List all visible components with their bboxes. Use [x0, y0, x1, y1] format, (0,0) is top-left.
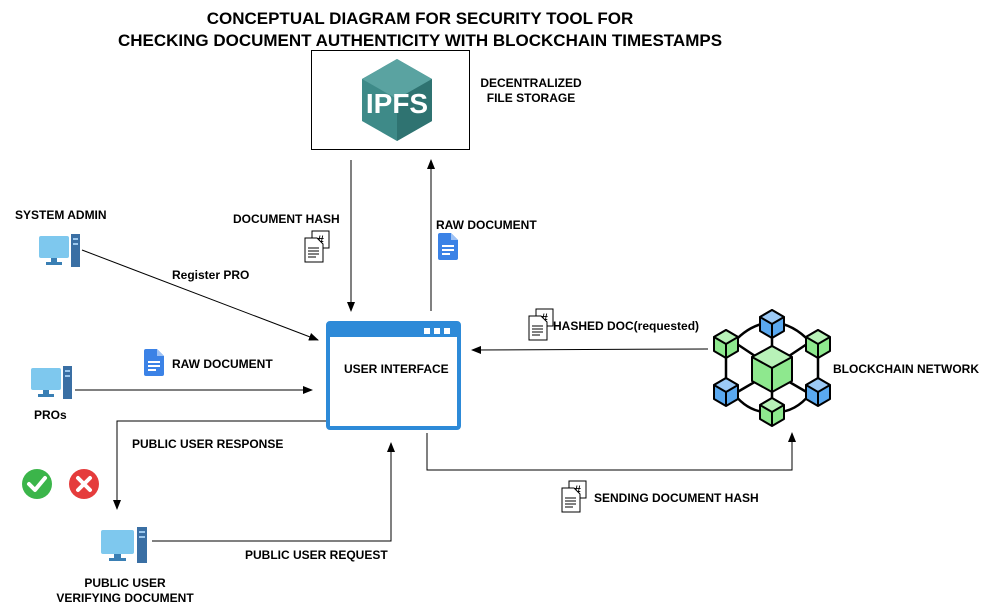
public-user-label-line-1: PUBLIC USER	[84, 576, 166, 590]
computer-icon	[101, 527, 147, 563]
user-interface-label: USER INTERFACE	[344, 362, 449, 376]
ipfs-label-line-1: DECENTRALIZED	[480, 76, 582, 90]
computer-icon	[31, 366, 72, 399]
diagram-title-line-1: CONCEPTUAL DIAGRAM FOR SECURITY TOOL FOR	[206, 9, 634, 28]
edge-public-user-response	[113, 420, 326, 510]
blockchain-network-label: BLOCKCHAIN NETWORK	[833, 362, 979, 376]
svg-text:#: #	[541, 311, 548, 325]
hash-document-icon: #	[528, 308, 554, 341]
check-icon	[22, 469, 52, 499]
computer-icon	[39, 234, 80, 267]
blockchain-icon	[713, 309, 831, 427]
window-title-bar	[330, 325, 457, 337]
ipfs-label-line-2: FILE STORAGE	[486, 91, 576, 105]
public-user-response-label: PUBLIC USER RESPONSE	[132, 437, 284, 451]
edge-sending-document-hash	[426, 432, 796, 471]
edge-hashed-doc	[471, 345, 709, 354]
system-admin-label: SYSTEM ADMIN	[15, 208, 107, 222]
pros-label: PROs	[34, 408, 67, 422]
ipfs-logo-text: IPFS	[366, 88, 428, 119]
document-hash-label: DOCUMENT HASH	[233, 212, 340, 226]
public-user-label-line-2: VERIFYING DOCUMENT	[56, 591, 194, 605]
edge-public-user-request	[152, 442, 395, 542]
raw-document-up-label: RAW DOCUMENT	[436, 218, 537, 232]
ipfs-storage-box: IPFS	[311, 50, 470, 150]
register-pro-label: Register PRO	[172, 268, 250, 282]
google-doc-icon	[144, 349, 164, 376]
public-user-request-label: PUBLIC USER REQUEST	[245, 548, 388, 562]
raw-document-pros-label: RAW DOCUMENT	[172, 357, 273, 371]
ipfs-logo: IPFS	[362, 59, 432, 141]
svg-text:#: #	[574, 483, 581, 497]
hash-document-icon: #	[304, 230, 330, 263]
cross-icon	[69, 469, 99, 499]
hashed-doc-label: HASHED DOC(requested)	[553, 319, 700, 333]
hash-document-icon: #	[561, 480, 587, 513]
sending-document-hash-label: SENDING DOCUMENT HASH	[594, 491, 759, 505]
google-doc-icon	[438, 233, 458, 260]
user-interface-window: USER INTERFACE	[326, 321, 461, 430]
edge-register-pro	[81, 249, 319, 341]
svg-text:#: #	[317, 233, 324, 247]
diagram-title-line-2: CHECKING DOCUMENT AUTHENTICITY WITH BLOC…	[117, 31, 723, 50]
